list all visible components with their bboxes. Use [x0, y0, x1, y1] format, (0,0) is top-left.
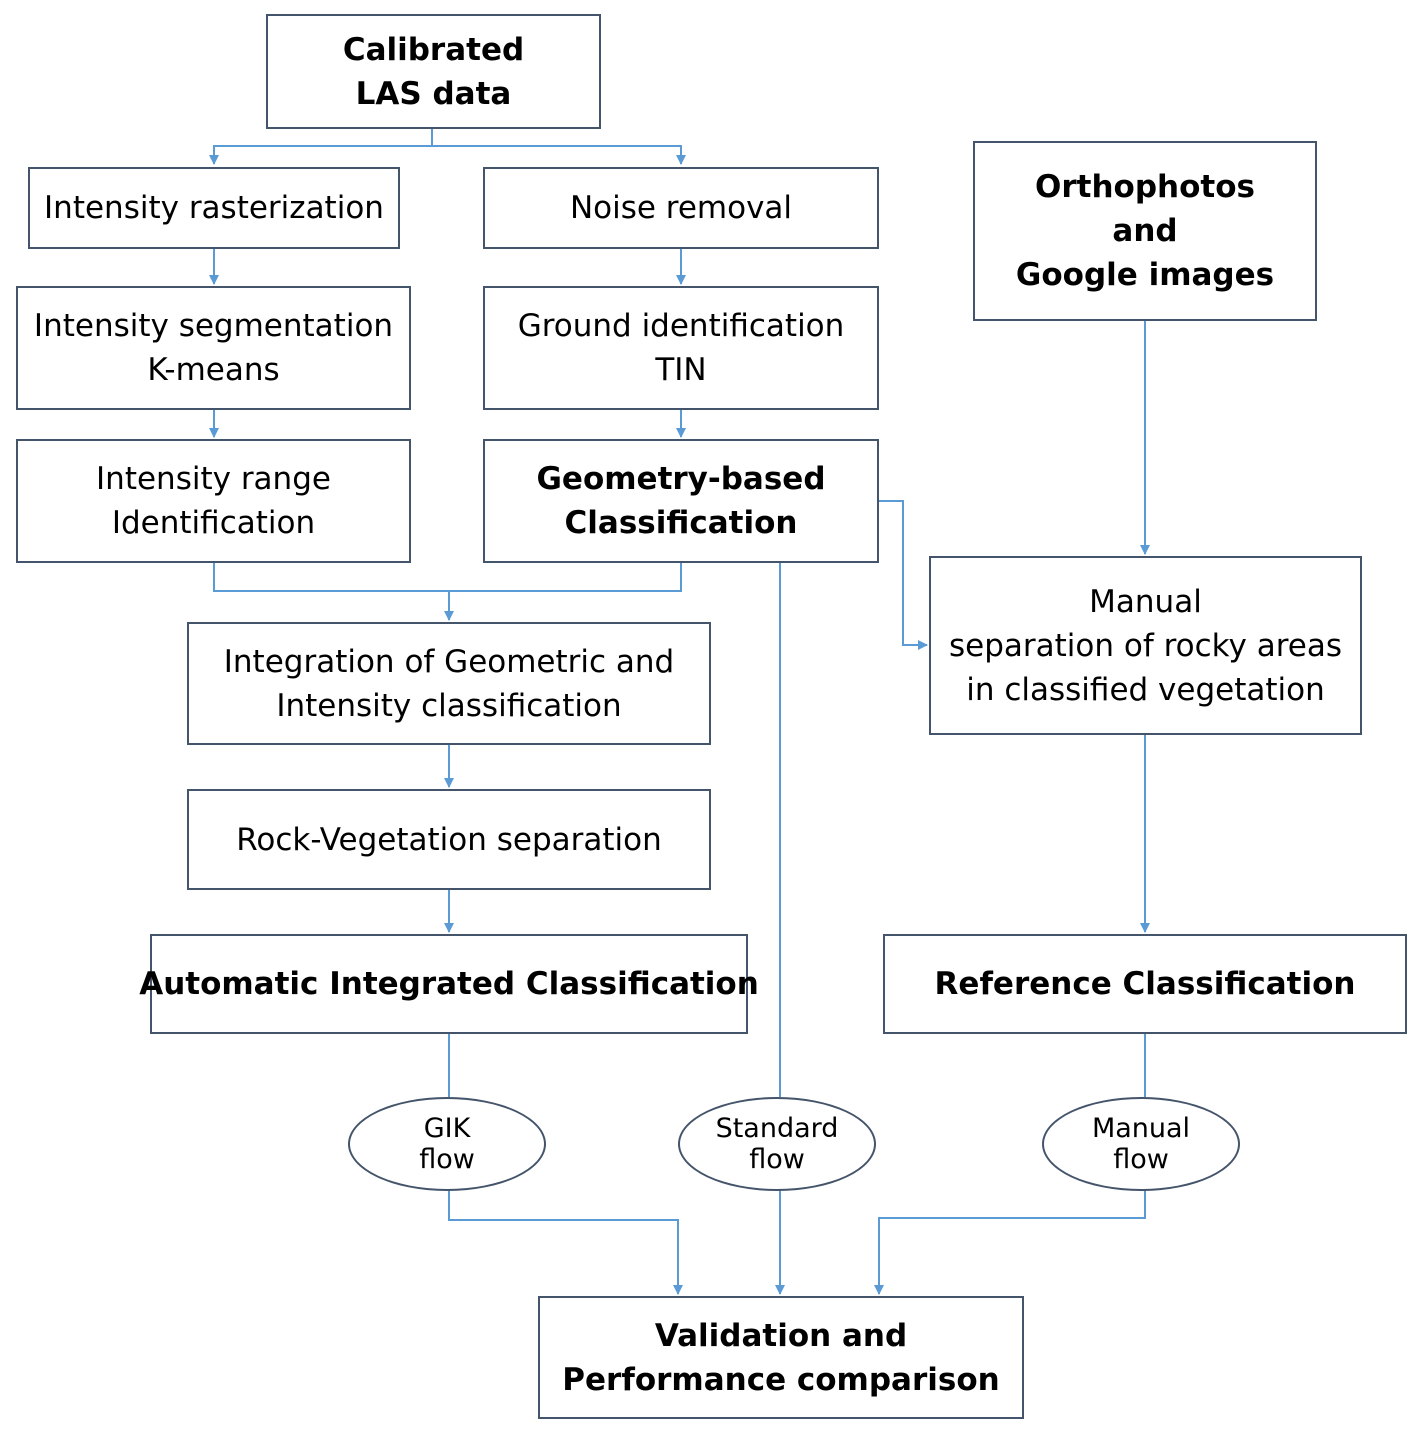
connector-geom-to-manual — [879, 500, 928, 650]
connector-las-split — [209, 127, 433, 165]
noise-removal-box: Noise removal — [483, 167, 879, 249]
automatic-integrated-classification-box: Automatic Integrated Classification — [139, 934, 759, 1034]
intensity-rasterization-box: Intensity rasterization — [28, 167, 400, 249]
connector-las-to-noise — [432, 145, 686, 165]
connector-gik-to-valid — [448, 1189, 683, 1295]
rock-vegetation-separation-box: Rock-Vegetation separation — [187, 789, 711, 890]
connector-manualflow-to-valid — [874, 1189, 1146, 1295]
connector-range-geom-merge — [213, 562, 682, 592]
reference-classification-box: Reference Classification — [883, 934, 1407, 1034]
